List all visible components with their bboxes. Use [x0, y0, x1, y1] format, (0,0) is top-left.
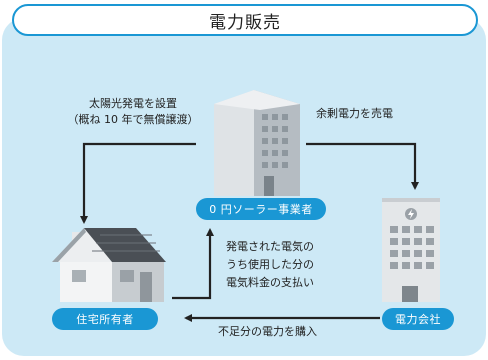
annotation-payment-line3: 電気料金の支払い: [226, 276, 314, 289]
label-solar-operator: 0 円ソーラー事業者: [196, 198, 326, 220]
label-power-company: 電力会社: [382, 308, 454, 330]
house-icon: [52, 228, 166, 302]
arrow-sell: [306, 142, 419, 190]
annotation-payment-line1: 発電された電気の: [226, 240, 314, 253]
annotation-install-line2: （概ね 10 年で無償譲渡）: [67, 113, 199, 126]
office-building-icon: [214, 90, 300, 196]
label-homeowner: 住宅所有者: [52, 308, 158, 330]
annotation-install-line1: 太陽光発電を設置: [89, 97, 177, 110]
page-title: 電力販売: [209, 12, 281, 33]
annotation-sell: 余剰電力を売電: [316, 107, 393, 120]
annotation-payment-line2: うち使用した分の: [226, 258, 314, 271]
arrow-payment: [172, 228, 214, 300]
title-banner: 電力販売: [12, 4, 478, 36]
annotation-buy: 不足分の電力を購入: [218, 325, 317, 338]
annotation-install: 太陽光発電を設置 （概ね 10 年で無償譲渡）: [60, 96, 206, 128]
annotation-payment: 発電された電気の うち使用した分の 電気料金の支払い: [226, 238, 314, 292]
arrow-install: [80, 142, 196, 224]
power-company-building-icon: [382, 198, 440, 302]
